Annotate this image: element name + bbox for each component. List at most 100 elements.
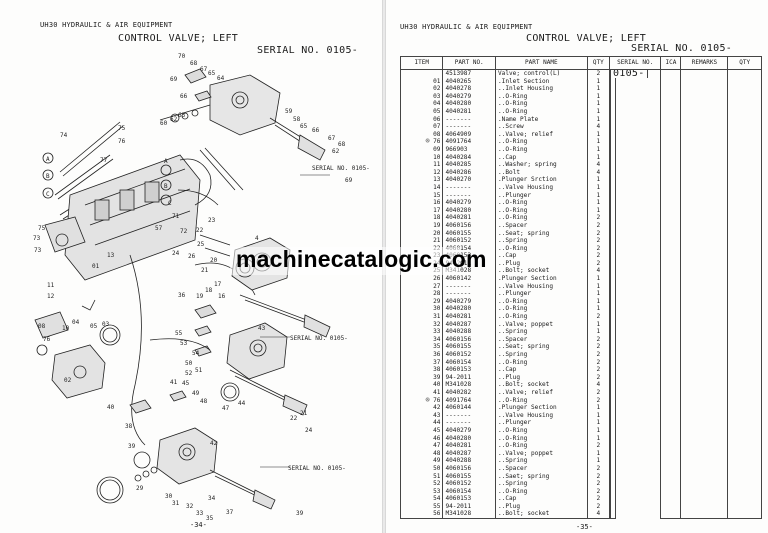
table-cell: 34 xyxy=(399,335,444,344)
svg-text:67: 67 xyxy=(200,66,208,73)
svg-text:77: 77 xyxy=(100,157,108,164)
table-cell xyxy=(680,214,729,222)
svg-text:55: 55 xyxy=(175,330,183,337)
table-cell: ..Cap xyxy=(494,252,588,260)
svg-text:12: 12 xyxy=(47,293,55,300)
table-cell xyxy=(727,297,762,306)
column-header: ITEM xyxy=(399,56,444,70)
table-cell: 1 xyxy=(586,320,610,329)
table-cell: ..Spring xyxy=(494,237,588,245)
table-cell xyxy=(727,130,762,139)
table-cell xyxy=(727,183,762,192)
table-cell: ..O-Ring xyxy=(494,396,588,405)
table-cell: 2 xyxy=(586,350,610,359)
table-cell xyxy=(727,480,762,488)
svg-text:48: 48 xyxy=(200,398,208,405)
table-cell: 4040288 xyxy=(442,328,496,336)
table-cell: ..Screw xyxy=(494,123,588,131)
table-cell: ..O-Ring xyxy=(494,487,588,496)
table-cell: 4040287 xyxy=(442,449,496,458)
table-cell xyxy=(609,145,616,154)
svg-text:51: 51 xyxy=(195,367,203,374)
table-cell: 94-2011 xyxy=(442,373,496,382)
table-cell: 4040280 xyxy=(442,305,496,313)
table-cell: 1 xyxy=(586,206,610,215)
right-page-number: -35- xyxy=(576,523,593,531)
table-cell: 13 xyxy=(399,176,444,184)
table-cell xyxy=(609,335,616,344)
table-cell xyxy=(609,252,616,260)
table-cell xyxy=(680,464,729,473)
table-cell xyxy=(660,404,682,412)
table-cell xyxy=(680,305,729,313)
table-cell xyxy=(680,176,729,184)
table-cell: 03 xyxy=(399,92,444,101)
table-cell xyxy=(727,259,762,268)
column-header: QTY xyxy=(586,56,610,70)
table-cell: 01 xyxy=(399,77,444,86)
table-cell xyxy=(660,282,682,291)
svg-text:54: 54 xyxy=(192,350,200,357)
table-cell: 31 xyxy=(399,313,444,321)
right-page-header: UH30 HYDRAULIC & AIR EQUIPMENT xyxy=(400,23,533,31)
table-cell: 46 xyxy=(399,434,444,443)
column-header: QTY xyxy=(727,56,762,70)
svg-text:71: 71 xyxy=(172,213,180,220)
table-cell xyxy=(680,267,729,276)
table-cell xyxy=(680,153,729,162)
table-cell xyxy=(727,229,762,238)
table-cell: ..Plunger xyxy=(494,290,588,298)
table-cell xyxy=(660,419,682,427)
table-cell xyxy=(727,457,762,465)
table-cell xyxy=(609,107,616,116)
svg-text:58: 58 xyxy=(293,116,301,123)
table-cell xyxy=(660,457,682,465)
table-cell xyxy=(680,183,729,192)
table-cell: 1 xyxy=(586,153,610,162)
table-cell xyxy=(609,457,616,465)
svg-text:05: 05 xyxy=(90,323,98,330)
table-cell: ..Valve Housing xyxy=(494,411,588,420)
table-cell xyxy=(660,145,682,154)
table-cell xyxy=(727,69,762,78)
table-cell: 2 xyxy=(586,396,610,405)
table-cell xyxy=(680,343,729,351)
svg-text:4: 4 xyxy=(255,235,259,242)
svg-text:66: 66 xyxy=(312,127,320,134)
table-cell xyxy=(660,464,682,473)
table-cell: 2 xyxy=(586,442,610,450)
table-cell xyxy=(727,252,762,260)
table-cell xyxy=(660,297,682,306)
table-cell: 1 xyxy=(586,305,610,313)
column-header: PART NAME xyxy=(494,56,588,70)
table-cell: 4060144 xyxy=(442,404,496,412)
table-cell xyxy=(680,275,729,283)
svg-text:36: 36 xyxy=(178,292,186,299)
table-cell: 4040281 xyxy=(442,313,496,321)
table-cell: ------- xyxy=(442,411,496,420)
table-cell xyxy=(609,350,616,359)
table-cell: 4040279 xyxy=(442,426,496,435)
table-cell: 2 xyxy=(586,69,610,78)
table-cell xyxy=(660,237,682,245)
table-cell: 53 xyxy=(399,487,444,496)
svg-text:C: C xyxy=(168,200,172,207)
svg-text:53: 53 xyxy=(180,340,188,347)
table-cell xyxy=(660,358,682,367)
table-cell: 1 xyxy=(586,77,610,86)
table-cell: ------- xyxy=(442,191,496,200)
svg-text:62: 62 xyxy=(170,116,178,123)
table-cell xyxy=(660,206,682,215)
table-cell: ------- xyxy=(442,290,496,298)
